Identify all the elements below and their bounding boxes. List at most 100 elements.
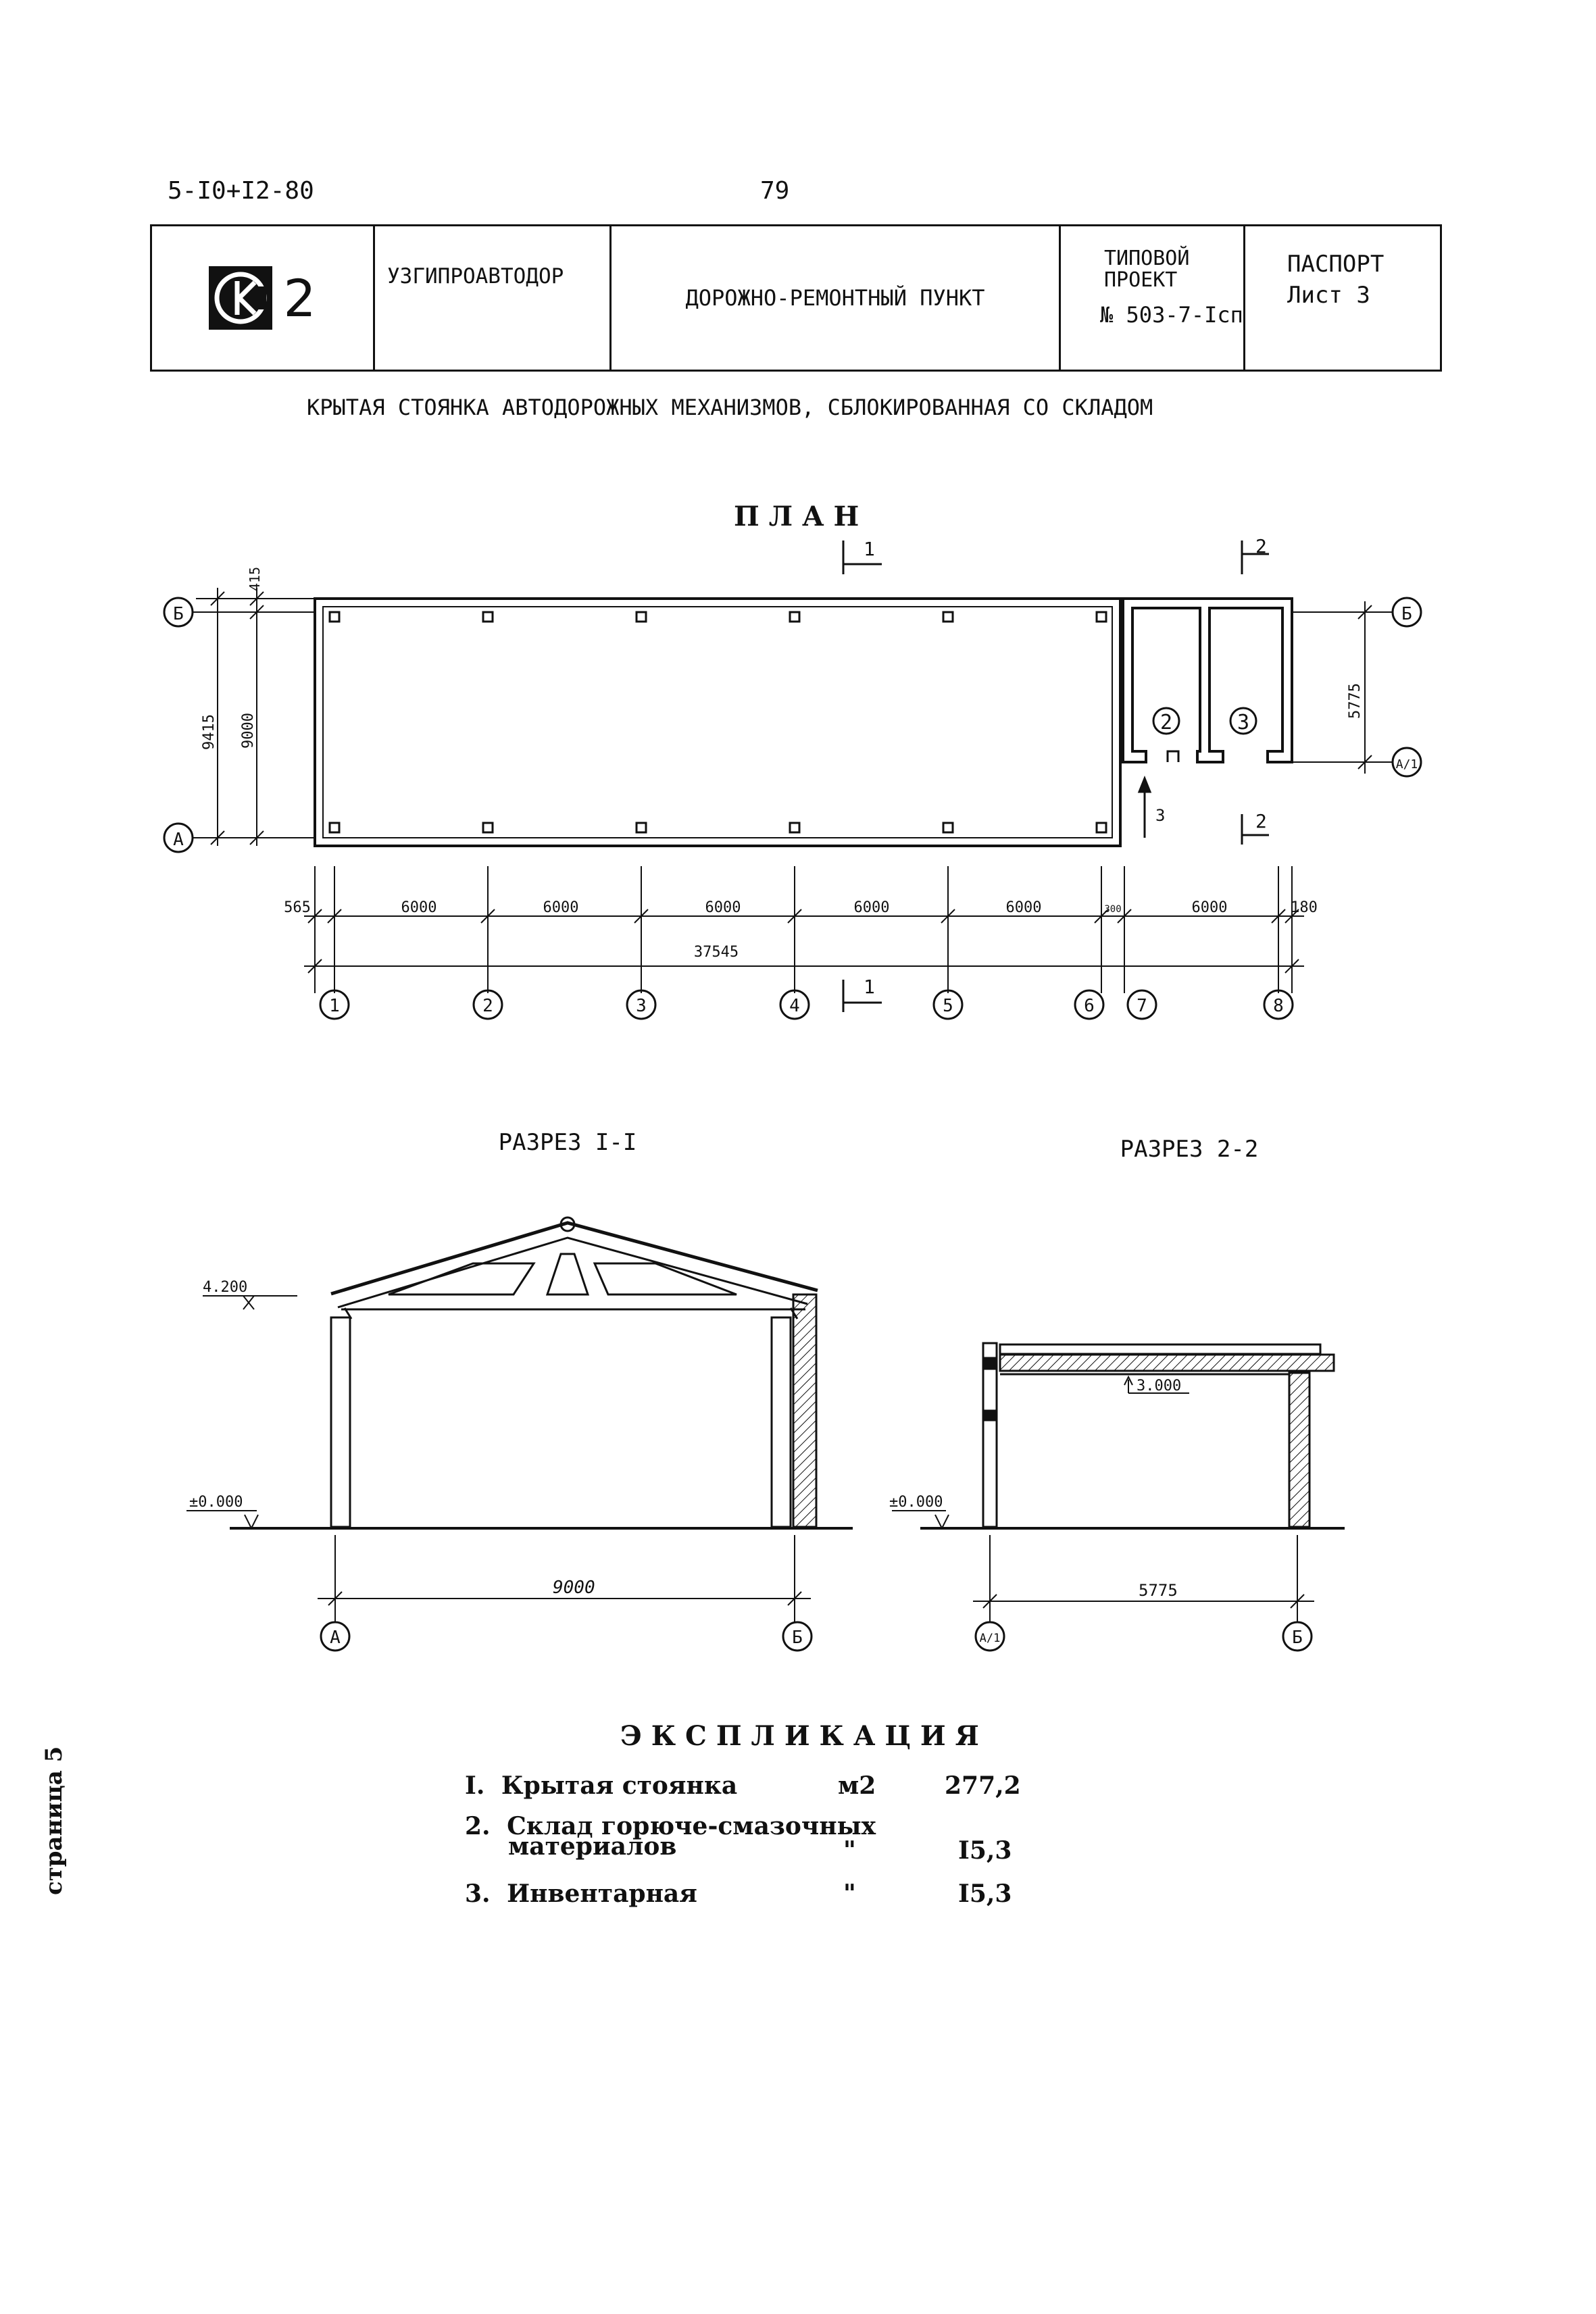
dim-180: 180 [1291, 899, 1318, 916]
row-1-name: Крытая стоянка [501, 1771, 738, 1800]
section-1-mark-bottom [842, 980, 882, 1012]
section-2-elev-zero: ±0.000 [889, 1494, 943, 1511]
section-1-drawing [230, 1216, 853, 1530]
axis-b-right-bubble [1391, 597, 1422, 628]
axis-7-label: 7 [1137, 996, 1147, 1016]
explication-row-2: 2. Склад горюче-смазочных материалов [465, 1814, 876, 1859]
row-3-number: 3. [465, 1880, 491, 1908]
axis-6-label: 6 [1084, 996, 1095, 1016]
section-2-axis-a1-label: А/1 [980, 1632, 1001, 1645]
row-2-name-2: материалов [508, 1832, 677, 1861]
section-2-dimension [973, 1535, 1314, 1621]
section-2-elevations [892, 1375, 1189, 1530]
dim-6000-2: 6000 [543, 899, 579, 916]
passport-label: ПАСПОРТ [1287, 251, 1385, 278]
section-2-elev-inner: 3.000 [1137, 1378, 1181, 1394]
section-2-axis-b-bubble [1282, 1621, 1313, 1652]
row-1-number: I. [465, 1771, 485, 1800]
project-number: № 503-7-Iсп [1100, 302, 1243, 328]
room-2-label: 2 [1160, 711, 1172, 734]
section-1-elevations [186, 1295, 297, 1530]
dim-9415: 9415 [201, 714, 218, 750]
dim-6000-5: 6000 [1006, 899, 1042, 916]
row-1-value: 277,2 [945, 1771, 1021, 1800]
page-number: 79 [760, 177, 790, 205]
section-1-axis-b-label: Б [792, 1628, 803, 1648]
section-2-mark-bottom [1241, 814, 1269, 845]
axis-8-label: 8 [1273, 996, 1284, 1016]
doc-code: 5-I0+I2-80 [168, 177, 314, 205]
row-3-value: I5,3 [958, 1880, 1012, 1908]
section-1-title: РАЗРЕЗ I-I [499, 1129, 637, 1156]
room-3-marker [1229, 707, 1257, 735]
section-1-elev-zero: ±0.000 [189, 1494, 243, 1511]
dim-415: 415 [247, 567, 263, 591]
room-3-label: 3 [1237, 711, 1249, 734]
row-1-unit: м2 [838, 1771, 876, 1800]
row-3-name: Инвентарная [507, 1880, 697, 1908]
dim-6000-3: 6000 [705, 899, 741, 916]
section-1-axis-b-bubble [782, 1621, 813, 1652]
typical-project-cell: ТИПОВОЙ ПРОЕКТ № 503-7-Iсп [1061, 226, 1245, 370]
room-2-marker [1152, 707, 1180, 735]
axis-5-label: 5 [943, 996, 953, 1016]
side-page-label: страница 5 [41, 1746, 68, 1895]
plan-bottom-dimensions [304, 866, 1304, 993]
section-2-axis-b-label: Б [1292, 1628, 1303, 1648]
plan-left-dimensions [196, 588, 315, 846]
section-2-axis-a1-bubble [974, 1621, 1005, 1652]
dim-6000-4: 6000 [854, 899, 890, 916]
axis-a1-right-label: А/1 [1396, 757, 1418, 772]
drawing-subtitle: КРЫТАЯ СТОЯНКА АВТОДОРОЖНЫХ МЕХАНИЗМОВ, … [307, 395, 1153, 420]
section-1-elev-top: 4.200 [203, 1279, 247, 1296]
section-1-label-bottom: 1 [864, 976, 875, 998]
axis-a-left-label: А [173, 830, 184, 850]
dim-9000-left: 9000 [240, 713, 257, 749]
typical-label: ТИПОВОЙ [1104, 247, 1190, 270]
section-1-axis-a-label: А [330, 1628, 341, 1648]
axis-2-label: 2 [482, 996, 493, 1016]
axis-b-right-label: Б [1401, 604, 1412, 624]
axis-3-label: 3 [636, 996, 647, 1016]
axis-b-left-label: Б [173, 604, 184, 624]
section-2-mark-top [1241, 540, 1269, 574]
plan-right-dimensions [1292, 601, 1392, 774]
axis-4-label: 4 [789, 996, 800, 1016]
section-2-drawing [920, 1342, 1345, 1530]
explication-row-1: I. Крытая стоянка [465, 1771, 737, 1800]
row-2-unit: " [843, 1836, 856, 1865]
section-2-label-bottom: 2 [1255, 810, 1267, 832]
entry-label: 3 [1155, 806, 1165, 825]
project-title: ДОРОЖНО-РЕМОНТНЫЙ ПУНКТ [685, 285, 985, 311]
section-1-dim-9000: 9000 [553, 1578, 595, 1598]
section-1-axis-a-bubble [320, 1621, 351, 1652]
row-2-name: Склад горюче-смазочных [507, 1812, 876, 1840]
row-2-number: 2. [465, 1812, 491, 1840]
section-1-label-top: 1 [864, 538, 875, 560]
hall-columns [328, 611, 1107, 834]
dim-6000-6: 6000 [1192, 899, 1228, 916]
section-1-mark-top [842, 540, 882, 574]
sheet-label: Лист 3 [1287, 282, 1370, 309]
ck-logo-icon [209, 266, 273, 330]
section-2-title: РАЗРЕЗ 2-2 [1120, 1136, 1259, 1163]
plan-dimension-ticks [307, 909, 1299, 974]
logo-number: 2 [283, 268, 316, 328]
dim-6000-1: 6000 [401, 899, 437, 916]
org-cell: УЗГИПРОАВТОДОР [375, 226, 612, 370]
dim-total-37545: 37545 [694, 944, 739, 961]
dim-300: 300 [1104, 904, 1121, 915]
explication-row-3: 3. Инвентарная [465, 1880, 697, 1908]
storage-rooms [1122, 597, 1293, 763]
column-axis-labels: 1 2 3 4 5 6 7 8 [329, 996, 1284, 1016]
column-axis-bubbles [319, 989, 1294, 1020]
dim-5775-right: 5775 [1347, 683, 1364, 719]
logo-cell: 2 [152, 226, 375, 370]
passport-cell: ПАСПОРТ Лист 3 [1245, 226, 1440, 370]
dim-565: 565 [284, 899, 311, 916]
section-2-label-top: 2 [1255, 535, 1267, 557]
org-name: УЗГИПРОАВТОДОР [387, 264, 564, 288]
project-label: ПРОЕКТ [1104, 268, 1178, 292]
project-cell: ДОРОЖНО-РЕМОНТНЫЙ ПУНКТ [612, 226, 1061, 370]
